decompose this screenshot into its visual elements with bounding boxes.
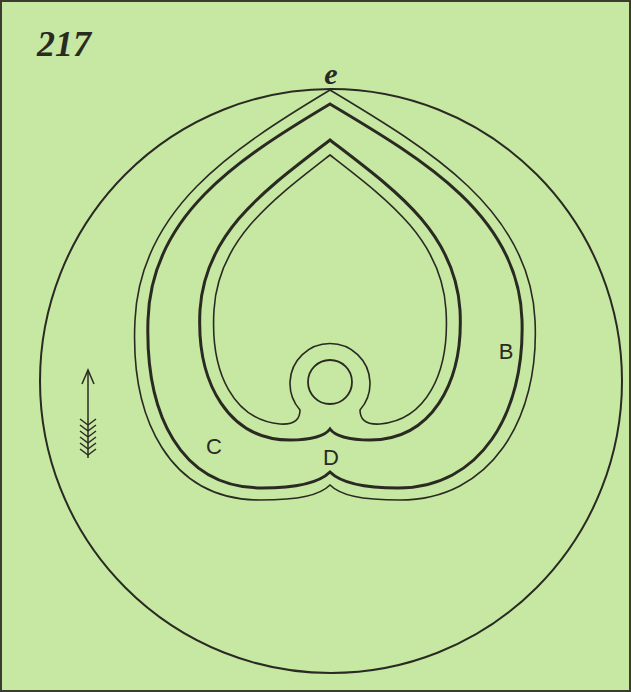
part-label: C <box>206 436 222 458</box>
part-label: D <box>323 447 339 469</box>
central-circle <box>308 360 352 404</box>
outer-heart-inner <box>148 104 522 488</box>
inner-heart <box>200 140 461 440</box>
figure-number: 217 <box>37 26 91 62</box>
point-label: e <box>324 59 337 89</box>
direction-arrow <box>80 370 96 458</box>
outer-circle <box>40 89 622 673</box>
outer-heart <box>135 90 536 500</box>
inner-heart-inner <box>214 155 447 424</box>
part-label: B <box>499 341 514 363</box>
